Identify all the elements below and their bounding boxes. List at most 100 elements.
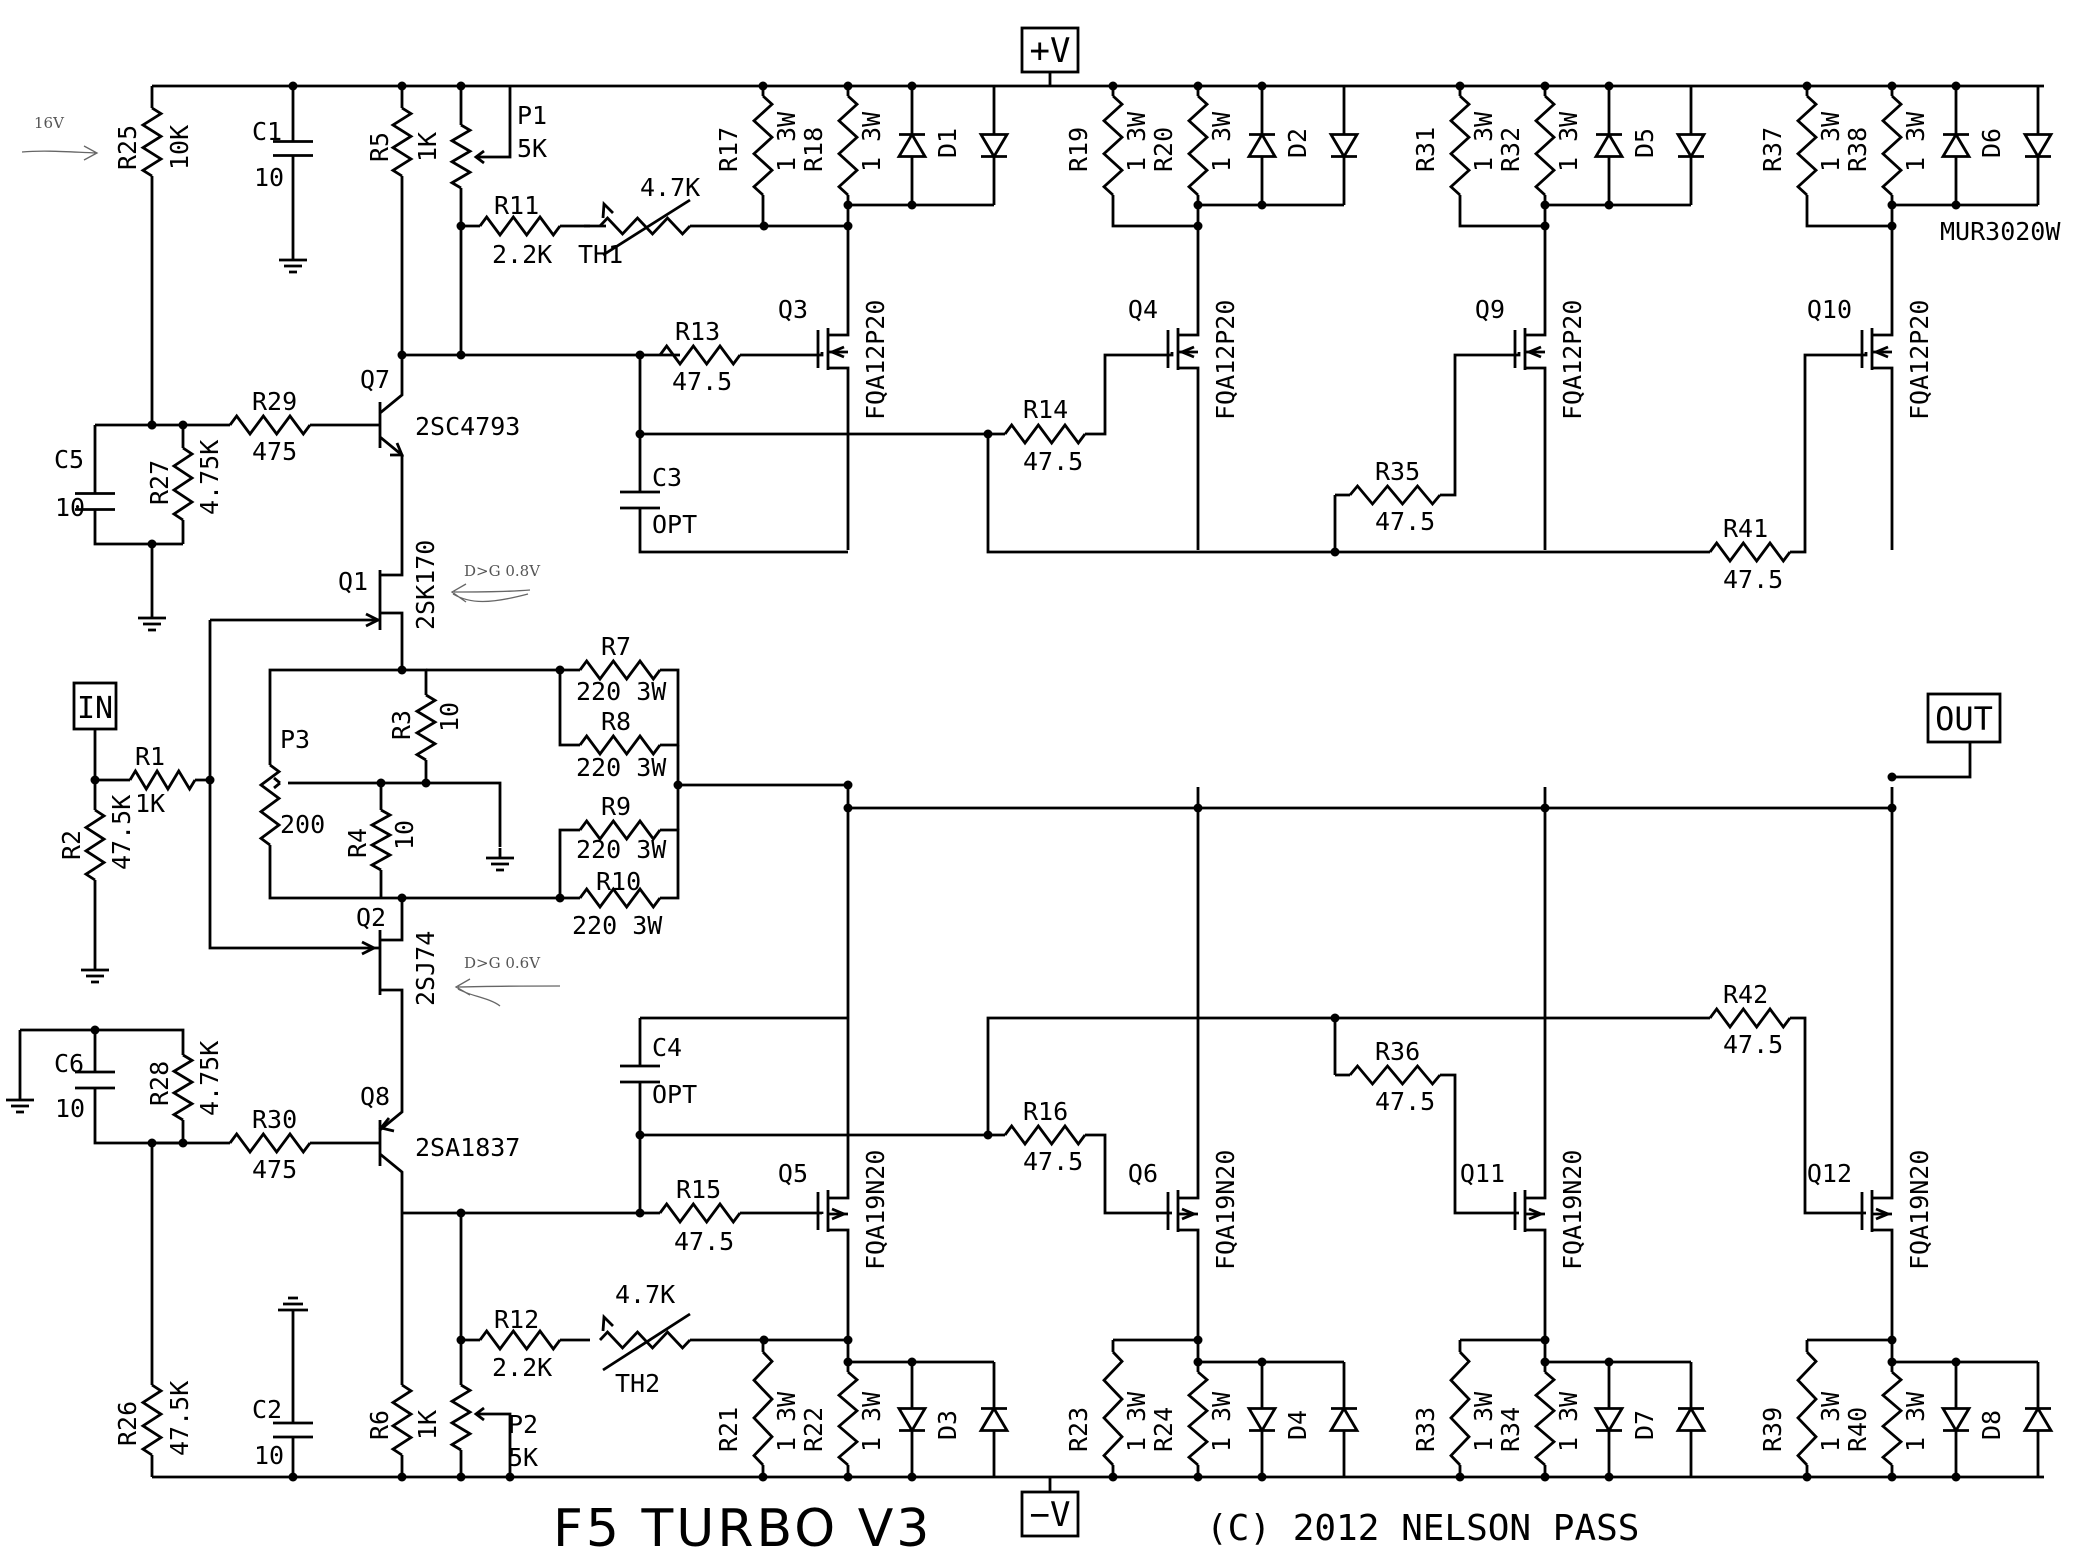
p3-resistor [258,763,282,847]
c3-lower [638,512,848,554]
d8b-diode [2022,1362,2054,1477]
c5-label: C5 [54,445,84,474]
r40-value: 1 3W [1901,1391,1930,1452]
r2-resistor [83,808,107,882]
junction-dot [1540,81,1550,91]
q7-label: Q7 [360,365,390,394]
r9-value: 220 3W [576,835,667,864]
r29-value: 475 [252,437,297,466]
p3-value: 200 [280,810,325,839]
c2-capacitor [273,1420,313,1440]
r31-label: R31 [1411,127,1440,172]
d2b-diode [1328,86,1360,205]
junction-dot [759,1335,769,1345]
c5-value: 10 [55,493,85,522]
r4-value: 10 [390,820,419,850]
th2-label: TH2 [615,1369,660,1398]
ground-symbol-r27 [138,608,166,632]
vminus-terminal: −V [1020,1490,1080,1538]
junction-dot [178,1138,188,1148]
q10-label: Q10 [1807,295,1852,324]
r30-label: R30 [252,1105,297,1134]
r23-resistor [1102,1351,1124,1466]
r34-value: 1 3W [1554,1391,1583,1452]
d3a-diode [896,1362,928,1477]
r25-label: R25 [113,125,142,170]
d7b-diode [1675,1362,1707,1477]
r28-value: 4.75K [195,1041,224,1116]
c4-value: OPT [652,1080,697,1109]
junction-dot [205,775,215,785]
r6-value: 1K [413,1410,442,1440]
d2a-diode [1246,86,1278,205]
r6-label: R6 [365,1410,394,1440]
r21-value: 1 3W [772,1391,801,1452]
r41-resistor [1708,540,1792,564]
th2-thermistor [598,1312,692,1372]
r18-label: R18 [799,127,828,172]
q4-value: FQA12P20 [1211,300,1240,420]
ground-symbol-r2 [81,960,109,984]
r10-value: 220 3W [572,911,663,940]
c1-value: 10 [254,163,284,192]
junction-dot [1887,81,1897,91]
ground-symbol-r3r4 [486,848,514,872]
r15-to-q5-gate [740,1211,824,1215]
r19-value: 1 3W [1122,111,1151,172]
th1-thermistor [584,198,692,257]
r20-label: R20 [1149,127,1178,172]
r7-r8-frame [426,668,680,747]
r26-resistor [140,1383,164,1457]
q1-value: 2SK170 [411,540,440,630]
schematic-wires [18,72,2044,1492]
junction-dot [1193,1472,1203,1482]
r3-value: 10 [435,702,464,732]
junction-dot [635,1130,645,1140]
q9-value: FQA12P20 [1558,300,1587,420]
r36-resistor [1348,1063,1442,1087]
r12-label: R12 [494,1305,539,1334]
r24-label: R24 [1149,1407,1178,1452]
r18-value: 1 3W [857,111,886,172]
r37-label: R37 [1758,127,1787,172]
q6-value: FQA19N20 [1211,1150,1240,1270]
r5-value: 1K [413,132,442,162]
r41-value: 47.5 [1723,565,1783,594]
r4-label: R4 [343,828,372,858]
p3-label: P3 [280,725,310,754]
q3-label: Q3 [778,295,808,324]
q2-value: 2SJ74 [411,931,440,1006]
r7-label: R7 [601,632,631,661]
d4a-diode [1246,1362,1278,1477]
junction-dot [1193,81,1203,91]
r29-resistor [228,413,312,437]
r17-value: 1 3W [772,111,801,172]
junction-dot [1455,81,1465,91]
junction-dot [1108,81,1118,91]
d2-label: D2 [1283,128,1312,158]
d6-value: MUR3020W [1940,217,2061,246]
c2-label: C2 [252,1395,282,1424]
r36-to-q11-gate [1335,1073,1519,1215]
r38-resistor [1880,94,1904,197]
d1a-diode [896,86,928,205]
c4-capacitor [620,1062,660,1086]
r5-label: R5 [365,132,394,162]
r39-value: 1 3W [1816,1391,1845,1452]
R17-to-source [761,205,848,228]
r20-value: 1 3W [1207,111,1236,172]
q12-value: FQA19N20 [1905,1150,1934,1270]
r14-value: 47.5 [1023,447,1083,476]
r37-value: 1 3W [1816,111,1845,172]
p3-wiper [273,776,502,847]
ground-symbol-c6 [6,1090,34,1114]
r16-resistor [1003,1123,1087,1147]
r29-label: R29 [252,387,297,416]
r2-value: 47.5K [107,795,136,870]
r7-resistor [578,658,662,682]
c1-capacitor [273,135,313,162]
q12-label: Q12 [1807,1159,1852,1188]
r31-value: 1 3W [1469,111,1498,172]
c2-ground-symbol [278,1296,308,1420]
p2-resistor [449,1383,473,1452]
